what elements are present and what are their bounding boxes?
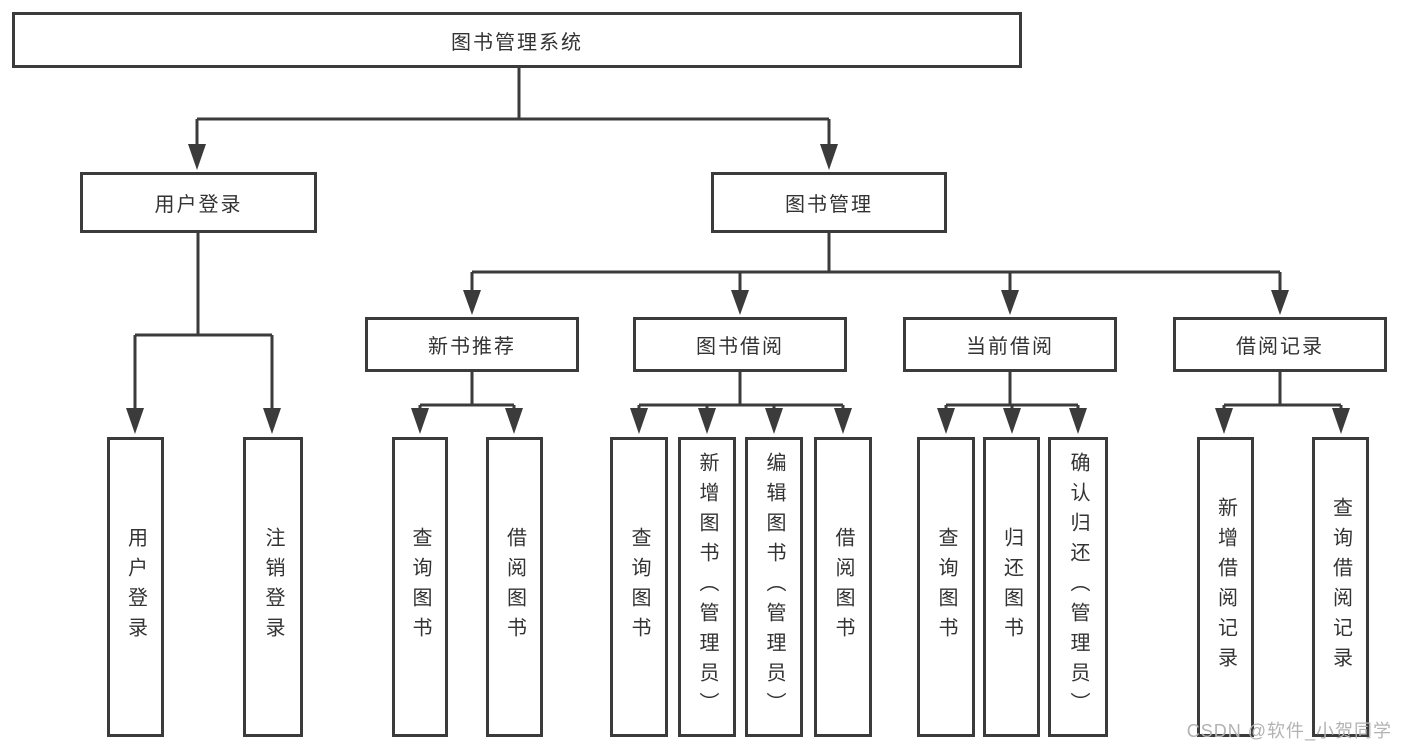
leaf-query-book-1: 查询图书 bbox=[392, 437, 448, 737]
node-book-borrow: 图书借阅 bbox=[633, 317, 847, 372]
leaf-confirm-return-admin: 确认归还（管理员） bbox=[1048, 437, 1108, 737]
node-current-borrow: 当前借阅 bbox=[903, 317, 1117, 372]
leaf-query-book-3: 查询图书 bbox=[917, 437, 975, 737]
csdn-watermark: CSDN @软件_小贺同学 bbox=[1186, 721, 1392, 741]
leaf-query-borrow-record: 查询借阅记录 bbox=[1312, 437, 1369, 737]
leaf-query-book-2: 查询图书 bbox=[610, 437, 668, 737]
leaf-add-book-admin: 新增图书（管理员） bbox=[678, 437, 736, 737]
leaf-logout: 注销登录 bbox=[243, 437, 303, 737]
node-new-book-recommend: 新书推荐 bbox=[365, 317, 579, 372]
node-borrow-records: 借阅记录 bbox=[1173, 317, 1387, 372]
leaf-add-borrow-record: 新增借阅记录 bbox=[1197, 437, 1254, 737]
node-book-management: 图书管理 bbox=[711, 172, 947, 233]
node-user-login: 用户登录 bbox=[80, 172, 317, 233]
leaf-borrow-book-1: 借阅图书 bbox=[486, 437, 543, 737]
node-root-system: 图书管理系统 bbox=[12, 12, 1022, 68]
leaf-edit-book-admin: 编辑图书（管理员） bbox=[745, 437, 803, 737]
leaf-borrow-book-2: 借阅图书 bbox=[814, 437, 872, 737]
leaf-return-book: 归还图书 bbox=[983, 437, 1040, 737]
leaf-user-login: 用户登录 bbox=[107, 437, 164, 737]
